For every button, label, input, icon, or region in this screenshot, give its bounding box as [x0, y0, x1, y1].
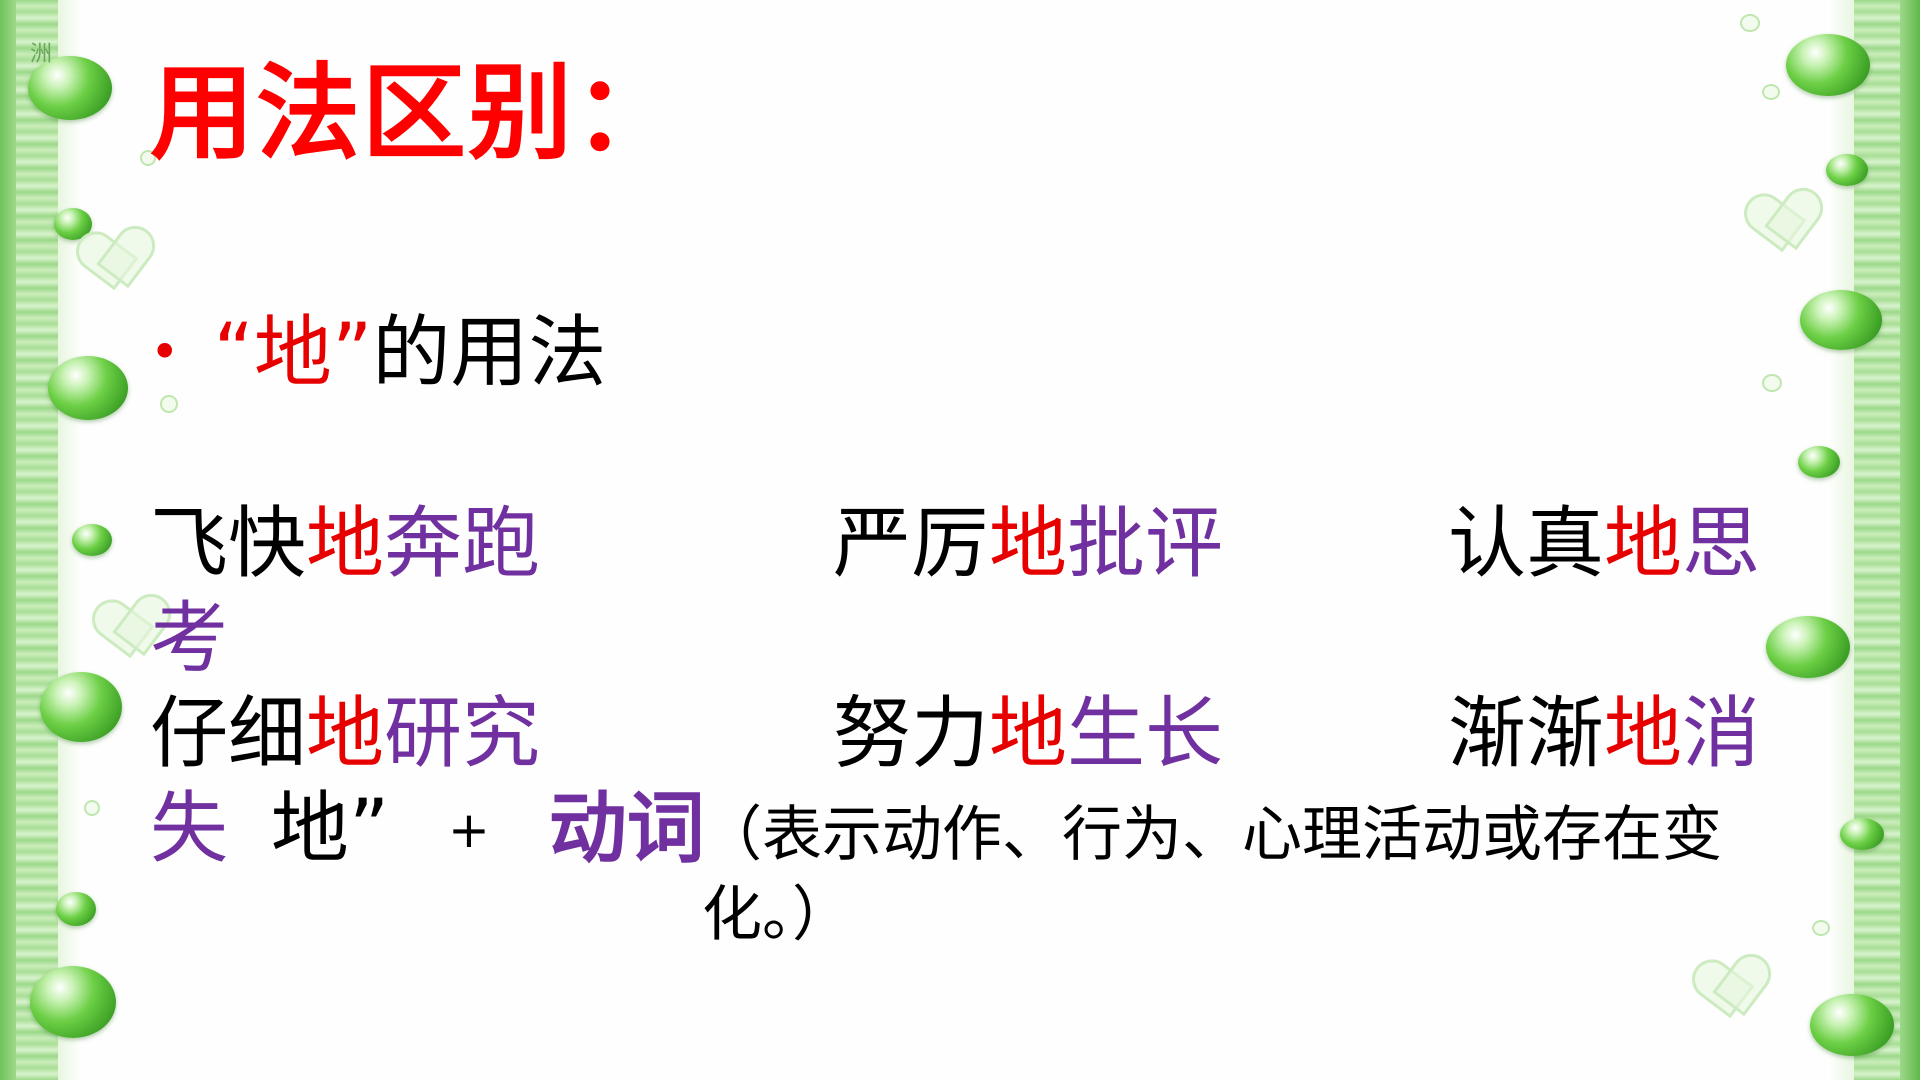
- formula-de: 地”: [270, 784, 390, 874]
- example-pre: 努力: [833, 689, 990, 779]
- example-wrap: 考: [150, 594, 229, 684]
- bullet-heading: • “地”的用法: [150, 290, 606, 402]
- bubble-decoration: [1798, 446, 1840, 478]
- example-post: 研究: [384, 689, 541, 779]
- highlight-char: 地: [253, 308, 332, 398]
- bubble-decoration: [28, 56, 112, 120]
- dot-decoration: [160, 395, 178, 413]
- bubble-decoration: [30, 966, 116, 1038]
- bubble-decoration: [1810, 994, 1894, 1056]
- bubble-decoration: [1800, 290, 1882, 350]
- example-post: 批评: [1067, 499, 1224, 589]
- formula-wrap-char: 失: [150, 784, 229, 874]
- bubble-decoration: [1826, 154, 1868, 186]
- dot-decoration: [1762, 374, 1782, 392]
- right-border-decoration: [1854, 0, 1920, 1080]
- formula-plus: +: [448, 801, 490, 859]
- bullet-symbol: •: [150, 323, 180, 381]
- heart-decoration: [81, 228, 148, 290]
- corner-tag: 洲: [30, 42, 53, 67]
- example-phrase: 严厉地批评: [833, 505, 1223, 583]
- example-phrase: 努力地生长: [833, 695, 1223, 773]
- left-border-decoration: [0, 0, 58, 1080]
- example-phrase: 飞快地奔跑: [150, 505, 540, 583]
- page-title: 用法区别：: [150, 52, 681, 174]
- example-wrap-char: 考: [150, 600, 228, 678]
- formula-line: 失 地” + 动词: [150, 790, 705, 868]
- bubble-decoration: [1766, 616, 1850, 678]
- example-phrase: 渐渐地消: [1448, 695, 1760, 773]
- quote-open: “: [213, 308, 254, 398]
- heart-decoration: [1697, 956, 1764, 1018]
- bubble-decoration: [48, 356, 128, 420]
- example-phrase: 仔细地研究: [150, 695, 540, 773]
- example-phrase: 认真地思: [1448, 505, 1760, 583]
- example-post: 思: [1682, 499, 1761, 589]
- dot-decoration: [1762, 84, 1780, 100]
- dot-decoration: [1740, 14, 1760, 32]
- dot-decoration: [140, 150, 156, 166]
- formula-verb: 动词: [548, 784, 705, 874]
- example-pre: 渐渐: [1448, 689, 1605, 779]
- bubble-decoration: [1786, 34, 1870, 96]
- usage-note: （表示动作、行为、心理活动或存在变化。）: [702, 800, 1722, 950]
- bubble-decoration: [40, 672, 122, 742]
- example-pre: 飞快: [150, 499, 307, 589]
- quote-close: ”: [331, 308, 373, 398]
- example-de: 地: [1604, 499, 1683, 589]
- example-pre: 仔细: [150, 689, 307, 779]
- heart-decoration: [1749, 190, 1816, 252]
- bubble-decoration: [72, 524, 112, 556]
- example-de: 地: [989, 499, 1068, 589]
- bubble-decoration: [56, 892, 96, 926]
- dot-decoration: [1812, 920, 1830, 936]
- example-de: 地: [989, 689, 1068, 779]
- example-de: 地: [306, 689, 385, 779]
- example-post: 消: [1682, 689, 1761, 779]
- example-pre: 严厉: [833, 499, 990, 589]
- example-de: 地: [1604, 689, 1683, 779]
- bubble-decoration: [1840, 818, 1884, 850]
- example-post: 奔跑: [384, 499, 541, 589]
- example-post: 生长: [1067, 689, 1224, 779]
- example-de: 地: [306, 499, 385, 589]
- dot-decoration: [84, 800, 100, 816]
- example-pre: 认真: [1448, 499, 1605, 589]
- bullet-rest: 的用法: [372, 308, 607, 398]
